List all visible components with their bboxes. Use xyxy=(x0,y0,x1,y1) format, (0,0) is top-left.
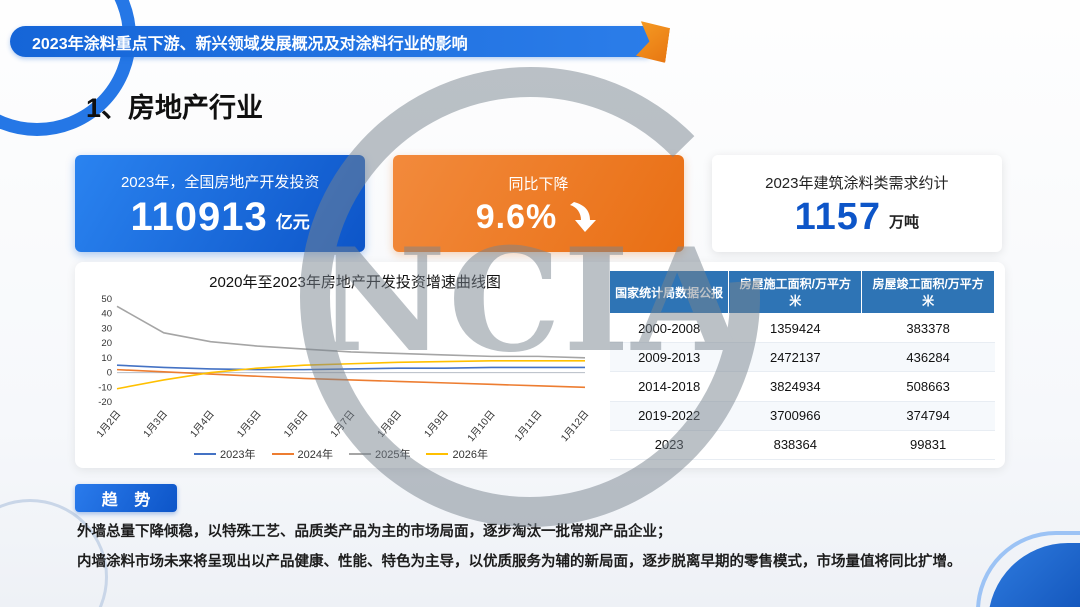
table-cell: 3824934 xyxy=(728,371,862,402)
legend-line-swatch xyxy=(426,453,449,455)
legend-line-swatch xyxy=(271,453,294,455)
table-cell: 2009-2013 xyxy=(609,342,729,373)
svg-text:1月4日: 1月4日 xyxy=(188,408,217,440)
table-cell: 374794 xyxy=(861,401,995,431)
svg-text:0: 0 xyxy=(107,368,112,379)
svg-text:40: 40 xyxy=(101,309,112,320)
table-cell: 3700966 xyxy=(728,401,862,431)
svg-text:-10: -10 xyxy=(98,382,112,393)
header-ribbon-accent xyxy=(636,21,671,63)
decline-card: 同比下降 9.6% xyxy=(393,155,684,252)
trend-line-1: 外墙总量下降倾稳，以特殊工艺、品质类产品为主的市场局面，逐步淘汰一批常规产品企业… xyxy=(77,524,672,540)
table-cell: 2000-2008 xyxy=(609,313,729,344)
legend-line-swatch xyxy=(349,453,371,455)
svg-text:1月7日: 1月7日 xyxy=(328,408,357,440)
demand-card-label: 2023年建筑涂料类需求约计 xyxy=(765,174,949,192)
svg-text:1月8日: 1月8日 xyxy=(375,408,404,440)
investment-unit: 亿元 xyxy=(275,212,310,232)
header-title: 2023年涂料重点下游、新兴领域发展概况及对涂料行业的影响 xyxy=(32,35,468,53)
svg-text:50: 50 xyxy=(101,294,112,305)
down-arrow-icon xyxy=(570,201,597,232)
table-header-cell: 房屋施工面积/万平方米 xyxy=(728,270,863,314)
demand-card-value: 1157 万吨 xyxy=(795,198,919,236)
svg-text:20: 20 xyxy=(101,338,112,349)
svg-text:1月5日: 1月5日 xyxy=(234,408,263,440)
statistics-table: 国家统计局数据公报房屋施工面积/万平方米房屋竣工面积/万平方米 2000-200… xyxy=(608,270,995,461)
demand-value: 1157 xyxy=(794,195,882,238)
decline-card-label: 同比下降 xyxy=(508,175,569,193)
svg-text:1月2日: 1月2日 xyxy=(94,408,123,440)
investment-card: 2023年，全国房地产开发投资 110913 亿元 xyxy=(75,155,366,252)
legend-item: 2025年 xyxy=(349,446,410,462)
svg-text:-20: -20 xyxy=(98,397,112,408)
statistics-table-wrap: 国家统计局数据公报房屋施工面积/万平方米房屋竣工面积/万平方米 2000-200… xyxy=(607,262,1005,468)
table-cell: 1359424 xyxy=(728,313,862,344)
svg-text:10: 10 xyxy=(101,353,112,364)
legend-item: 2024年 xyxy=(271,446,333,462)
svg-text:1月6日: 1月6日 xyxy=(281,408,310,440)
header-bar: 2023年涂料重点下游、新兴领域发展概况及对涂料行业的影响 xyxy=(10,26,652,57)
table-cell: 99831 xyxy=(861,430,995,461)
table-cell: 383378 xyxy=(861,313,995,344)
demand-unit: 万吨 xyxy=(889,213,920,231)
table-cell: 508663 xyxy=(861,371,995,402)
table-cell: 436284 xyxy=(861,342,995,373)
section-title: 1、房地产行业 xyxy=(86,93,264,123)
chart-title: 2020年至2023年房地产开发投资增速曲线图 xyxy=(209,274,501,291)
trend-text: 外墙总量下降倾稳，以特殊工艺、品质类产品为主的市场局面，逐步淘汰一批常规产品企业… xyxy=(77,518,1015,577)
legend-item: 2023年 xyxy=(194,446,256,462)
decline-card-value: 9.6% xyxy=(476,199,602,235)
trend-line-2: 内墙涂料市场未来将呈现出以产品健康、性能、特色为主导，以优质服务为辅的新局面，逐… xyxy=(77,553,962,570)
svg-text:1月12日: 1月12日 xyxy=(559,408,592,444)
table-header-row: 国家统计局数据公报房屋施工面积/万平方米房屋竣工面积/万平方米 xyxy=(608,270,995,314)
stat-cards-row: 2023年，全国房地产开发投资 110913 亿元 同比下降 9.6% 2023… xyxy=(75,155,1002,252)
svg-text:1月3日: 1月3日 xyxy=(141,408,170,440)
trend-badge: 趋 势 xyxy=(75,484,177,512)
investment-card-label: 2023年，全国房地产开发投资 xyxy=(120,173,320,191)
table-cell: 2019-2022 xyxy=(609,401,729,431)
bottom-right-corner-decoration xyxy=(976,531,1080,607)
chart-legend: 2023年 2024年 2025年 2026年 xyxy=(194,446,488,462)
decline-value: 9.6% xyxy=(475,197,558,236)
investment-value: 110913 xyxy=(130,194,268,239)
svg-text:1月9日: 1月9日 xyxy=(422,408,451,440)
svg-text:1月10日: 1月10日 xyxy=(465,408,498,444)
legend-item: 2026年 xyxy=(426,446,488,462)
chart-table-panel: 2020年至2023年房地产开发投资增速曲线图 50 40 30 20 10 0 -10 -2… xyxy=(75,262,1005,468)
table-cell: 2023 xyxy=(609,430,729,461)
demand-card: 2023年建筑涂料类需求约计 1157 万吨 xyxy=(711,155,1002,252)
table-cell: 838364 xyxy=(728,430,862,461)
legend-line-swatch xyxy=(194,453,217,455)
table-header-cell: 国家统计局数据公报 xyxy=(608,270,730,314)
investment-card-value: 110913 亿元 xyxy=(131,197,310,237)
investment-growth-chart: 2020年至2023年房地产开发投资增速曲线图 50 40 30 20 10 0 -10 -2… xyxy=(75,262,607,468)
table-cell: 2472137 xyxy=(728,342,862,373)
table-head: 国家统计局数据公报房屋施工面积/万平方米房屋竣工面积/万平方米 xyxy=(608,270,995,314)
svg-text:1月11日: 1月11日 xyxy=(512,408,544,443)
svg-text:30: 30 xyxy=(101,323,112,334)
table-header-cell: 房屋竣工面积/万平方米 xyxy=(861,270,995,314)
table-cell: 2014-2018 xyxy=(609,371,729,402)
